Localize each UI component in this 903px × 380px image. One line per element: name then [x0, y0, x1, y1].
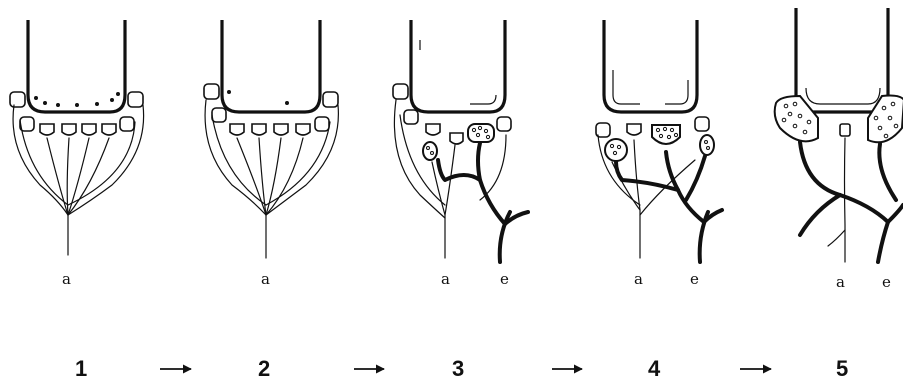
afferent-label: a [261, 270, 270, 288]
receptor-cell [700, 135, 714, 155]
stage-5: a e 5 [775, 8, 903, 380]
supporting-cells [596, 117, 714, 161]
sensory-hair-shaft [604, 20, 697, 112]
receptor-cell [652, 125, 680, 144]
stage-number-5: 5 [836, 356, 848, 380]
afferent-label: a [836, 273, 845, 291]
efferent-fibres [438, 143, 528, 262]
sensory-hair-shaft [222, 20, 320, 112]
efferent-label: e [882, 273, 891, 291]
supporting-cells [204, 84, 338, 135]
mature-receptor-cells [775, 96, 903, 143]
efferent-label: e [500, 270, 509, 288]
developing-receptor-cell [468, 124, 494, 142]
stage-number-4: 4 [648, 356, 661, 380]
stage-3: a e 3 [393, 20, 528, 380]
efferent-fibres [800, 142, 903, 262]
sensory-hair-shaft [411, 20, 505, 112]
stage-1: a 1 [10, 20, 144, 380]
stage-number-1: 1 [75, 356, 87, 380]
afferent-label: a [634, 270, 643, 288]
receptor-cell [605, 139, 627, 161]
afferent-label: a [62, 270, 71, 288]
precursor-dots [227, 90, 289, 105]
precursor-dots [34, 92, 120, 107]
stage-number-3: 3 [452, 356, 464, 380]
sensory-hair-shaft [28, 20, 125, 112]
stage-4: a e 4 [596, 20, 722, 380]
efferent-label: e [690, 270, 699, 288]
stage-2: a 2 [204, 20, 338, 380]
afferent-label: a [441, 270, 450, 288]
stage-number-2: 2 [258, 356, 270, 380]
efferent-fibres [616, 152, 722, 262]
sensory-hair-shaft [796, 8, 888, 112]
developing-receptor-cell [423, 142, 437, 160]
